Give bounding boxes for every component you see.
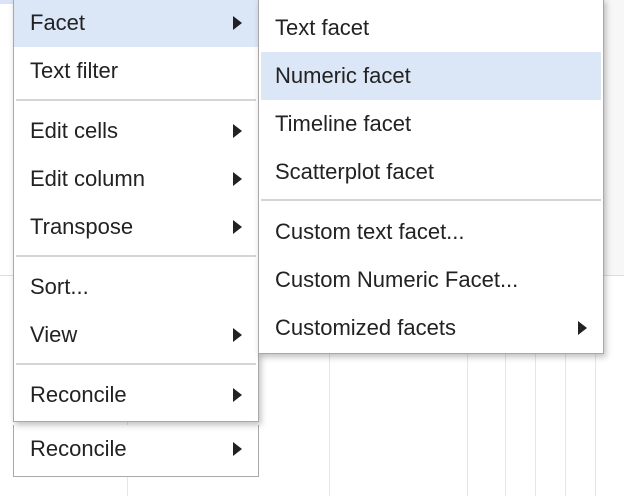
submenu-arrow-icon — [578, 321, 587, 335]
submenu-arrow-icon — [233, 220, 242, 234]
menu-item-label: Custom Numeric Facet... — [275, 267, 519, 292]
menu-item-label: Edit cells — [30, 118, 119, 143]
menu-item-label: Reconcile — [30, 382, 127, 407]
menu-separator — [16, 363, 256, 365]
column-header-area — [600, 0, 624, 275]
menu-item-scatterplot-facet[interactable]: Scatterplot facet — [259, 148, 603, 196]
menu-item-edit-cells[interactable]: Edit cells — [14, 107, 258, 155]
menu-item-custom-numeric-facet[interactable]: Custom Numeric Facet... — [259, 256, 603, 304]
menu-item-label: Text facet — [275, 15, 370, 40]
grid-column-line — [505, 276, 506, 496]
submenu-arrow-icon — [233, 124, 242, 138]
menu-item-label: Custom text facet... — [275, 219, 465, 244]
menu-item-text-facet[interactable]: Text facet — [259, 4, 603, 52]
submenu-arrow-icon — [233, 172, 242, 186]
menu-item-label: Reconcile — [30, 436, 127, 461]
grid-column-line — [535, 276, 536, 496]
menu-item-label: Transpose — [30, 214, 134, 239]
submenu-arrow-icon — [233, 388, 242, 402]
grid-column-line — [329, 276, 330, 496]
menu-item-reconcile[interactable]: Reconcile — [14, 371, 258, 419]
grid-column-line — [595, 276, 596, 496]
menu-item-label: Customized facets — [275, 315, 456, 340]
menu-item-label: Sort... — [30, 274, 89, 299]
submenu-arrow-icon — [233, 442, 242, 456]
menu-separator — [261, 199, 601, 201]
menu-separator — [16, 99, 256, 101]
menu-item-label: Facet — [30, 10, 86, 35]
menu-item-label: Numeric facet — [275, 63, 411, 88]
menu-item-numeric-facet[interactable]: Numeric facet — [261, 52, 601, 100]
menu-item-custom-text-facet[interactable]: Custom text facet... — [259, 208, 603, 256]
submenu-arrow-icon — [233, 16, 242, 30]
menu-item-reconcile-secondary[interactable]: Reconcile — [14, 425, 258, 473]
grid-column-line — [565, 276, 566, 496]
menu-item-label: Scatterplot facet — [275, 159, 434, 184]
menu-item-transpose[interactable]: Transpose — [14, 203, 258, 251]
menu-item-sort[interactable]: Sort... — [14, 263, 258, 311]
menu-item-edit-column[interactable]: Edit column — [14, 155, 258, 203]
menu-item-label: Text filter — [30, 58, 119, 83]
menu-item-facet[interactable]: Facet — [14, 0, 258, 47]
menu-item-label: Edit column — [30, 166, 145, 191]
menu-item-text-filter[interactable]: Text filter — [14, 47, 258, 95]
menu-separator — [16, 255, 256, 257]
menu-item-label: Timeline facet — [275, 111, 412, 136]
menu-item-customized-facets[interactable]: Customized facets — [259, 304, 603, 352]
column-dropdown-menu: Facet Text filter Edit cells Edit column… — [13, 0, 259, 422]
menu-item-view[interactable]: View — [14, 311, 258, 359]
menu-item-label: View — [30, 322, 78, 347]
facet-submenu: Text facet Numeric facet Timeline facet … — [258, 0, 604, 354]
grid-column-line — [467, 276, 468, 496]
submenu-arrow-icon — [233, 328, 242, 342]
menu-item-timeline-facet[interactable]: Timeline facet — [259, 100, 603, 148]
secondary-column-menu: Reconcile — [13, 425, 259, 477]
